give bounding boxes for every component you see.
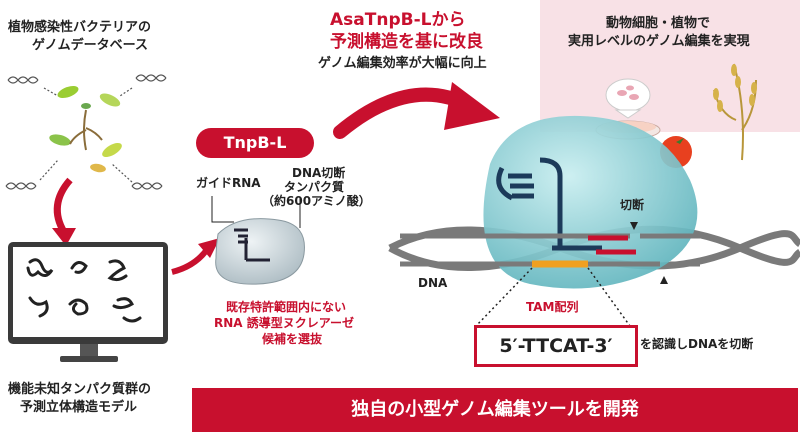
monitor-icon (8, 242, 168, 362)
recognize-label: を認識しDNAを切断 (640, 337, 754, 351)
tam-pointer-lines (475, 267, 631, 327)
select-label-3: 候補を選抜 (262, 332, 323, 346)
improve-title-1: AsaTnpB-Lから (330, 10, 466, 30)
small-protein-icon (211, 196, 305, 285)
database-label-line1: 植物感染性バクテリアの (8, 20, 152, 35)
guide-rna-label: ガイドRNA (196, 176, 261, 190)
improve-title-2: 予測構造を基に改良 (330, 32, 483, 52)
panel-text-2: 実用レベルのゲノム編集を実現 (568, 34, 750, 49)
large-protein-icon (483, 115, 698, 289)
rice-plant-icon (713, 63, 757, 161)
panel-text-1: 動物細胞・植物で (606, 16, 711, 31)
database-label-line2: ゲノムデータベース (32, 38, 148, 53)
dna-cut-label-1: DNA切断 (292, 166, 346, 180)
arrow-curve-icon (333, 82, 500, 139)
dna-strands (400, 222, 700, 284)
arrow-right-icon (171, 238, 220, 275)
select-label-2: RNA 誘導型ヌクレアーゼ (214, 316, 355, 330)
dna-cut-label-3: （約600アミノ酸） (262, 194, 371, 208)
tam-sequence-box: 5′-TTCAT-3′ (474, 325, 638, 367)
cut-label: 切断 (620, 198, 645, 212)
dna-helix-icons (5, 74, 167, 190)
dna-cut-label-2: タンパク質 (284, 180, 345, 194)
arrow-down-icon (52, 177, 76, 246)
application-panel (540, 0, 800, 132)
model-label-line1: 機能未知タンパク質群の (8, 382, 152, 397)
conclusion-banner: 独自の小型ゲノム編集ツールを開発 (192, 388, 798, 432)
model-label-line2: 予測立体構造モデル (20, 400, 138, 415)
tnpb-l-pill: TnpB-L (196, 128, 314, 158)
improve-subtitle: ゲノム編集効率が大幅に向上 (318, 56, 487, 71)
bacteria-icon (44, 85, 132, 173)
tam-label: TAM配列 (526, 300, 579, 314)
select-label-1: 既存特許範囲内にない (226, 300, 347, 314)
dna-label: DNA (418, 276, 448, 290)
